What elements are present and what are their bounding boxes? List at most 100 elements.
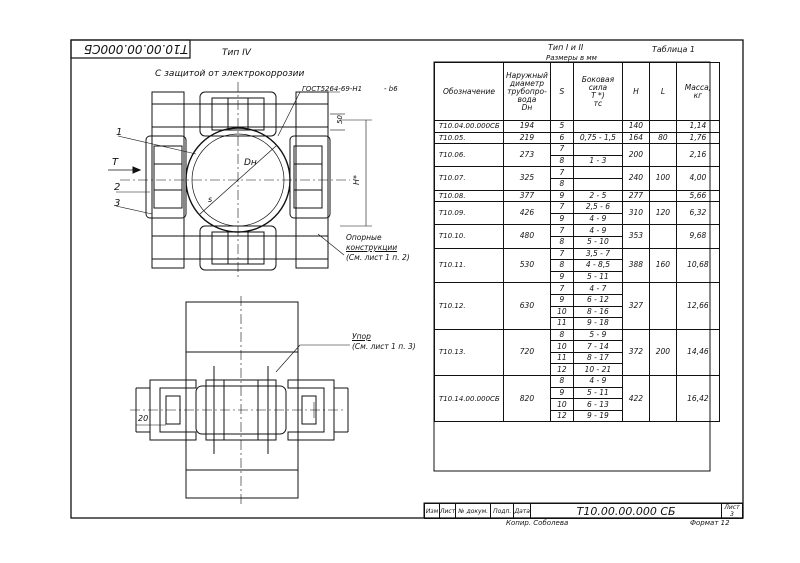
col-mass: Масса, кг <box>675 62 720 121</box>
cell-force: 5 - 9 <box>572 328 623 342</box>
cell-designation: Т10.12. <box>434 282 504 330</box>
col-mass-line: кг <box>693 90 703 100</box>
support-note-2: конструкции <box>346 243 398 252</box>
cell-s: 8 <box>549 235 574 249</box>
cell-diameter: 194 <box>503 120 551 133</box>
cell-force: 4 - 8,5 <box>572 259 623 272</box>
cell-s: 10 <box>549 340 574 353</box>
cell-s: 10 <box>549 398 574 411</box>
dim-50: 50 <box>335 115 344 124</box>
col-diameter-line: Наружный <box>506 70 548 80</box>
leader-2: 2 <box>114 182 121 193</box>
col-force-line: сила <box>588 82 608 92</box>
cell-force: 9 - 19 <box>572 409 623 423</box>
cell-s: 8 <box>549 259 574 272</box>
cell-h: 353 <box>621 224 650 249</box>
cell-s: 7 <box>549 201 574 214</box>
col-force-line: тс <box>593 98 603 108</box>
cell-diameter: 377 <box>503 189 551 203</box>
cell-force <box>572 143 623 156</box>
cell-l: 120 <box>648 201 677 226</box>
cell-mass: 1,14 <box>675 120 720 133</box>
table-row: 8 <box>435 177 720 191</box>
cell-s: 9 <box>549 212 574 226</box>
cell-force: 5 - 11 <box>572 386 623 400</box>
cell-diameter: 325 <box>503 166 551 191</box>
cell-mass: 6,32 <box>675 201 720 226</box>
sizes-label: Размеры в мм <box>546 54 597 62</box>
cell-s: 7 <box>549 143 574 156</box>
cell-l <box>648 143 677 168</box>
cell-s: 6 <box>549 131 574 145</box>
wall-label: s <box>208 195 213 204</box>
table-header-row: Обозначение Наружный диаметр трубопро- в… <box>434 62 720 121</box>
cell-l: 160 <box>648 247 677 284</box>
sheet-frame <box>70 39 744 519</box>
cell-s: 8 <box>549 375 574 388</box>
corrosion-note: С защитой от электрокоррозии <box>155 69 305 79</box>
cell-mass: 1,76 <box>675 131 720 145</box>
col-diameter: Наружный диаметр трубопро- вода Dн <box>503 62 551 121</box>
cell-s: 10 <box>549 305 574 319</box>
tb-col-sign: Подп. <box>490 503 515 519</box>
cell-s: 7 <box>549 247 574 261</box>
cell-l <box>648 120 677 133</box>
force-arrow-label: T <box>112 157 119 168</box>
cell-l <box>648 282 677 330</box>
cell-l: 80 <box>648 131 677 145</box>
cell-s: 8 <box>549 154 574 168</box>
cell-designation: Т10.08. <box>434 189 504 203</box>
title-block-table: Изм Лист № докум. Подп. Дата Т10.00.00.0… <box>424 503 743 519</box>
col-force-line: Боковая <box>581 74 615 84</box>
tb-sheet-no: 3 <box>730 511 734 518</box>
cell-force: 4 - 9 <box>572 224 623 237</box>
tb-sheet-label: Лист <box>724 504 740 511</box>
cell-s: 9 <box>549 386 574 400</box>
cell-designation: Т10.06. <box>434 143 504 168</box>
col-diameter-line: вода <box>517 94 537 104</box>
cell-designation: Т10.11. <box>434 247 504 284</box>
cell-force: 6 - 13 <box>572 398 623 411</box>
support-note-3: (См. лист 1 п. 2) <box>346 253 410 262</box>
cell-force <box>572 166 623 179</box>
cell-mass: 2,16 <box>675 143 720 168</box>
cell-h: 277 <box>621 189 650 203</box>
cell-mass: 4,00 <box>675 166 720 191</box>
cell-designation: Т10.13. <box>434 328 504 377</box>
cell-h: 310 <box>621 201 650 226</box>
cell-h: 164 <box>621 131 650 145</box>
dim-20: 20 <box>138 414 149 423</box>
cell-s: 9 <box>549 189 574 203</box>
type4-label: Тип IV <box>222 48 251 58</box>
cell-h: 140 <box>621 120 650 133</box>
cell-force: 2 - 5 <box>572 189 623 203</box>
cell-s: 9 <box>549 270 574 284</box>
cell-mass: 14,46 <box>675 328 720 377</box>
cell-s: 8 <box>549 328 574 342</box>
cell-h: 327 <box>621 282 650 330</box>
cell-s: 11 <box>549 351 574 365</box>
col-diameter-line: диаметр <box>509 78 544 88</box>
cell-diameter: 480 <box>503 224 551 249</box>
cell-designation: Т10.07. <box>434 166 504 191</box>
cell-diameter: 426 <box>503 201 551 226</box>
copied-by: Копир. Соболева <box>506 519 569 527</box>
sizes-table: Обозначение Наружный диаметр трубопро- в… <box>434 62 720 423</box>
cell-s: 9 <box>549 293 574 307</box>
col-diameter-line: трубопро- <box>507 86 547 96</box>
top-view <box>108 82 372 280</box>
cell-mass: 5,66 <box>675 189 720 203</box>
cell-force: 4 - 9 <box>572 375 623 388</box>
type12-label: Тип I и II <box>548 43 584 52</box>
cell-force: 8 - 16 <box>572 305 623 319</box>
cell-designation: Т10.05. <box>434 131 504 145</box>
